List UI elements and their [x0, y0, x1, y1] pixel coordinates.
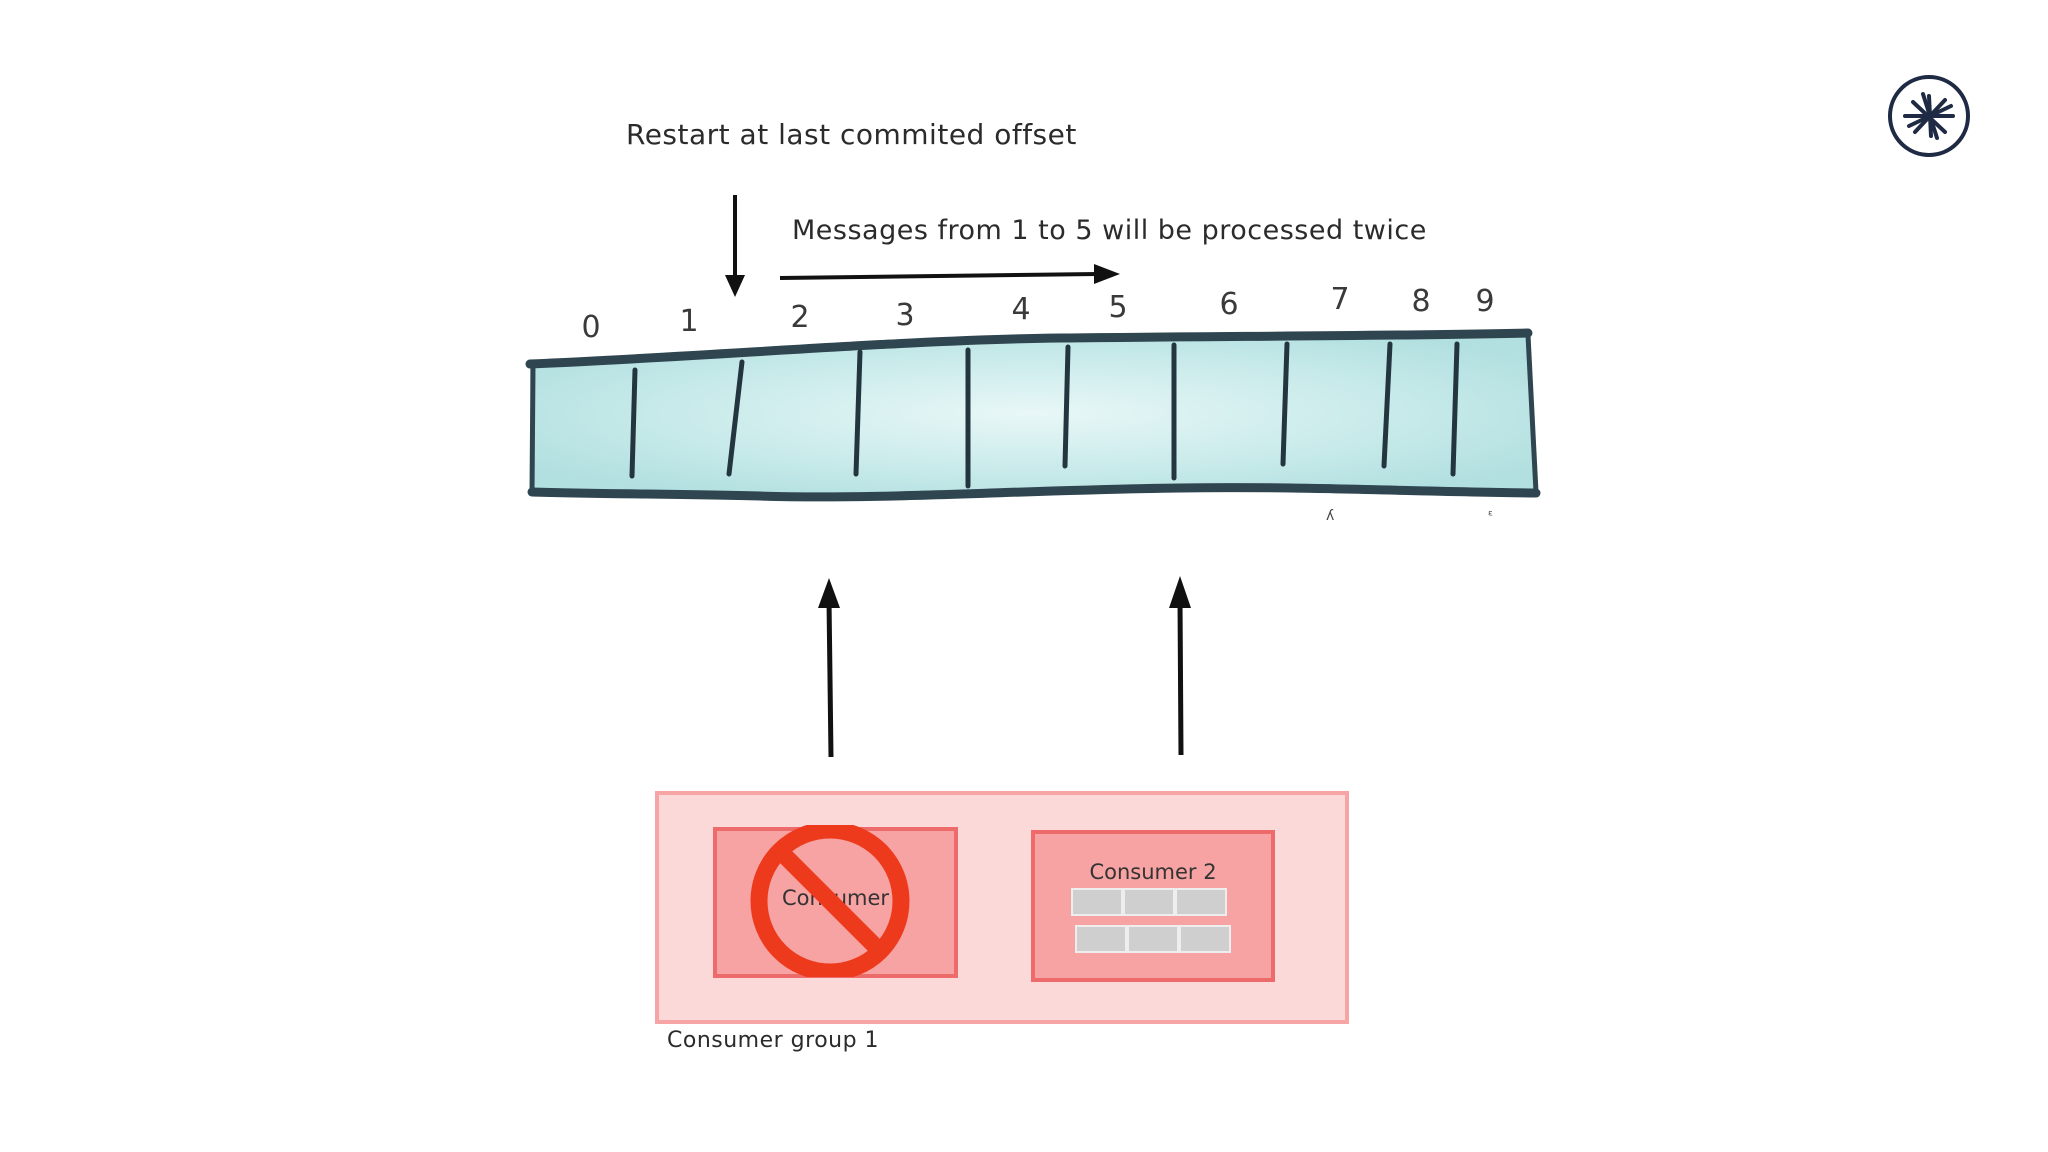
log-separator [1062, 344, 1071, 469]
consumer-1-box: Consumer [713, 825, 958, 978]
offset-label: 3 [895, 298, 915, 333]
offset-label: 4 [1011, 292, 1031, 327]
log-separator [629, 367, 638, 479]
offset-label: 9 [1475, 284, 1495, 319]
starburst-logo-icon [1888, 75, 1970, 157]
offset-label: 7 [1330, 282, 1350, 317]
svg-text:ᵋ: ᵋ [1488, 508, 1493, 524]
partition-cell [1075, 925, 1127, 953]
consumer-2-box: Consumer 2 [1031, 830, 1275, 982]
processed-twice-label: Messages from 1 to 5 will be processed t… [792, 215, 1427, 246]
consumer-2-label: Consumer 2 [1089, 860, 1217, 884]
partition-cell [1071, 888, 1123, 916]
offset-label: 1 [679, 304, 699, 339]
partition-cell [1179, 925, 1231, 953]
consumer-group-label: Consumer group 1 [667, 1028, 880, 1053]
offset-label: 6 [1219, 287, 1239, 322]
log-separator [726, 359, 745, 477]
processed-twice-arrow [779, 264, 1120, 284]
partition-cell [1123, 888, 1175, 916]
consumer-2-fetch-arrow [1169, 576, 1191, 756]
partition-cell [1175, 888, 1227, 916]
log-separator [1450, 341, 1460, 477]
log-separator [1280, 341, 1290, 467]
prohibited-icon [750, 825, 910, 977]
log-separator [1381, 341, 1393, 469]
offset-label: 0 [581, 310, 601, 345]
partition-log: ʎ ᵋ [525, 328, 1541, 524]
offset-label: 2 [790, 300, 810, 335]
svg-text:ʎ: ʎ [1326, 508, 1334, 524]
consumer-1-fetch-arrow [818, 578, 840, 758]
partition-cell [1127, 925, 1179, 953]
restart-arrow [725, 195, 745, 297]
log-separator [853, 349, 863, 477]
offset-label: 8 [1411, 284, 1431, 319]
restart-offset-label: Restart at last commited offset [626, 118, 1077, 151]
offset-label: 5 [1108, 290, 1128, 325]
